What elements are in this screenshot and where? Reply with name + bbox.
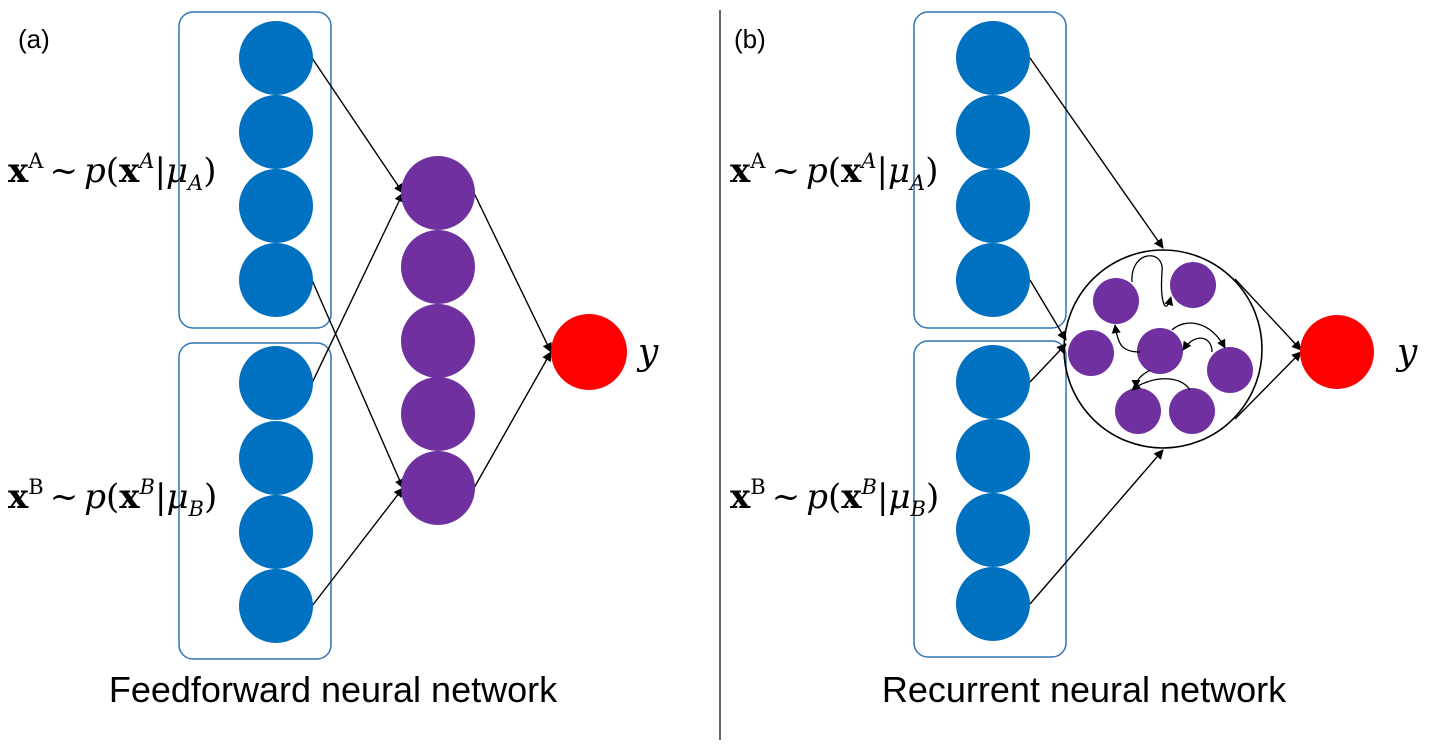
- edge: [473, 351, 552, 489]
- panel-b-label: (b): [734, 24, 766, 54]
- input-nodes-b: [239, 346, 313, 643]
- reservoir-node: [1093, 278, 1139, 324]
- hidden-node: [401, 377, 475, 451]
- input-node: [239, 169, 313, 243]
- input-group-b-box: [178, 342, 332, 660]
- input-b-distribution-label: xB~p(xB|μB): [8, 475, 217, 521]
- recurrent-edge: [1111, 324, 1141, 353]
- edge: [311, 279, 404, 489]
- input-node: [239, 421, 313, 495]
- reservoir-node: [1115, 388, 1161, 434]
- panel-b-caption: Recurrent neural network: [882, 669, 1287, 710]
- edge: [311, 192, 404, 384]
- input-node: [239, 569, 313, 643]
- edge: [1029, 449, 1164, 605]
- recurrent-connections: [1111, 255, 1226, 391]
- recurrent-edge: [1171, 322, 1226, 349]
- input-node: [956, 419, 1030, 493]
- reservoir-node: [1207, 347, 1253, 393]
- panel-a: (a): [8, 11, 659, 710]
- input-a-distribution-label: xA~p(xA|μA): [730, 149, 938, 195]
- input-node: [956, 567, 1030, 641]
- input-nodes-b: [956, 345, 1030, 641]
- edge: [1029, 343, 1067, 383]
- edge: [311, 57, 404, 194]
- output-node: [1300, 315, 1374, 389]
- input-node: [956, 95, 1030, 169]
- connections-a: [311, 57, 552, 607]
- input-node: [239, 21, 313, 95]
- edge: [1029, 279, 1067, 341]
- input-nodes-a: [239, 21, 313, 317]
- input-node: [956, 169, 1030, 243]
- hidden-nodes: [401, 156, 475, 525]
- input-node: [239, 346, 313, 420]
- recurrent-edge: [1131, 378, 1191, 391]
- edge: [473, 192, 552, 353]
- hidden-node: [401, 304, 475, 378]
- input-node: [956, 21, 1030, 95]
- edge: [1234, 351, 1302, 420]
- input-node: [956, 243, 1030, 317]
- reservoir-node: [1068, 330, 1114, 376]
- edge: [1029, 57, 1164, 249]
- output-label: y: [1395, 332, 1418, 373]
- connections-b: [1029, 57, 1302, 605]
- panel-a-caption: Feedforward neural network: [109, 669, 558, 710]
- input-group-b-box: [913, 340, 1067, 658]
- input-node: [956, 345, 1030, 419]
- recurrent-edge: [1131, 255, 1174, 307]
- input-node: [956, 493, 1030, 567]
- output-node: [551, 314, 627, 390]
- recurrent-edge: [1182, 337, 1213, 353]
- input-group-a-box: [178, 11, 332, 329]
- input-node: [239, 243, 313, 317]
- input-a-distribution-label: xA~p(xA|μA): [8, 149, 216, 195]
- panel-a-label: (a): [18, 24, 50, 54]
- edge: [311, 487, 404, 607]
- reservoir-node: [1137, 328, 1183, 374]
- input-group-a-box: [913, 11, 1067, 329]
- hidden-node: [401, 156, 475, 230]
- reservoir-nodes: [1068, 262, 1253, 434]
- input-node: [239, 95, 313, 169]
- input-b-distribution-label: xB~p(xB|μB): [730, 475, 939, 521]
- reservoir-node: [1169, 388, 1215, 434]
- input-node: [239, 495, 313, 569]
- hidden-node: [401, 451, 475, 525]
- hidden-node: [401, 230, 475, 304]
- output-label: y: [636, 332, 659, 373]
- edge: [1234, 278, 1302, 351]
- input-nodes-a: [956, 21, 1030, 317]
- reservoir-node: [1170, 262, 1216, 308]
- panel-b: (b): [730, 11, 1418, 710]
